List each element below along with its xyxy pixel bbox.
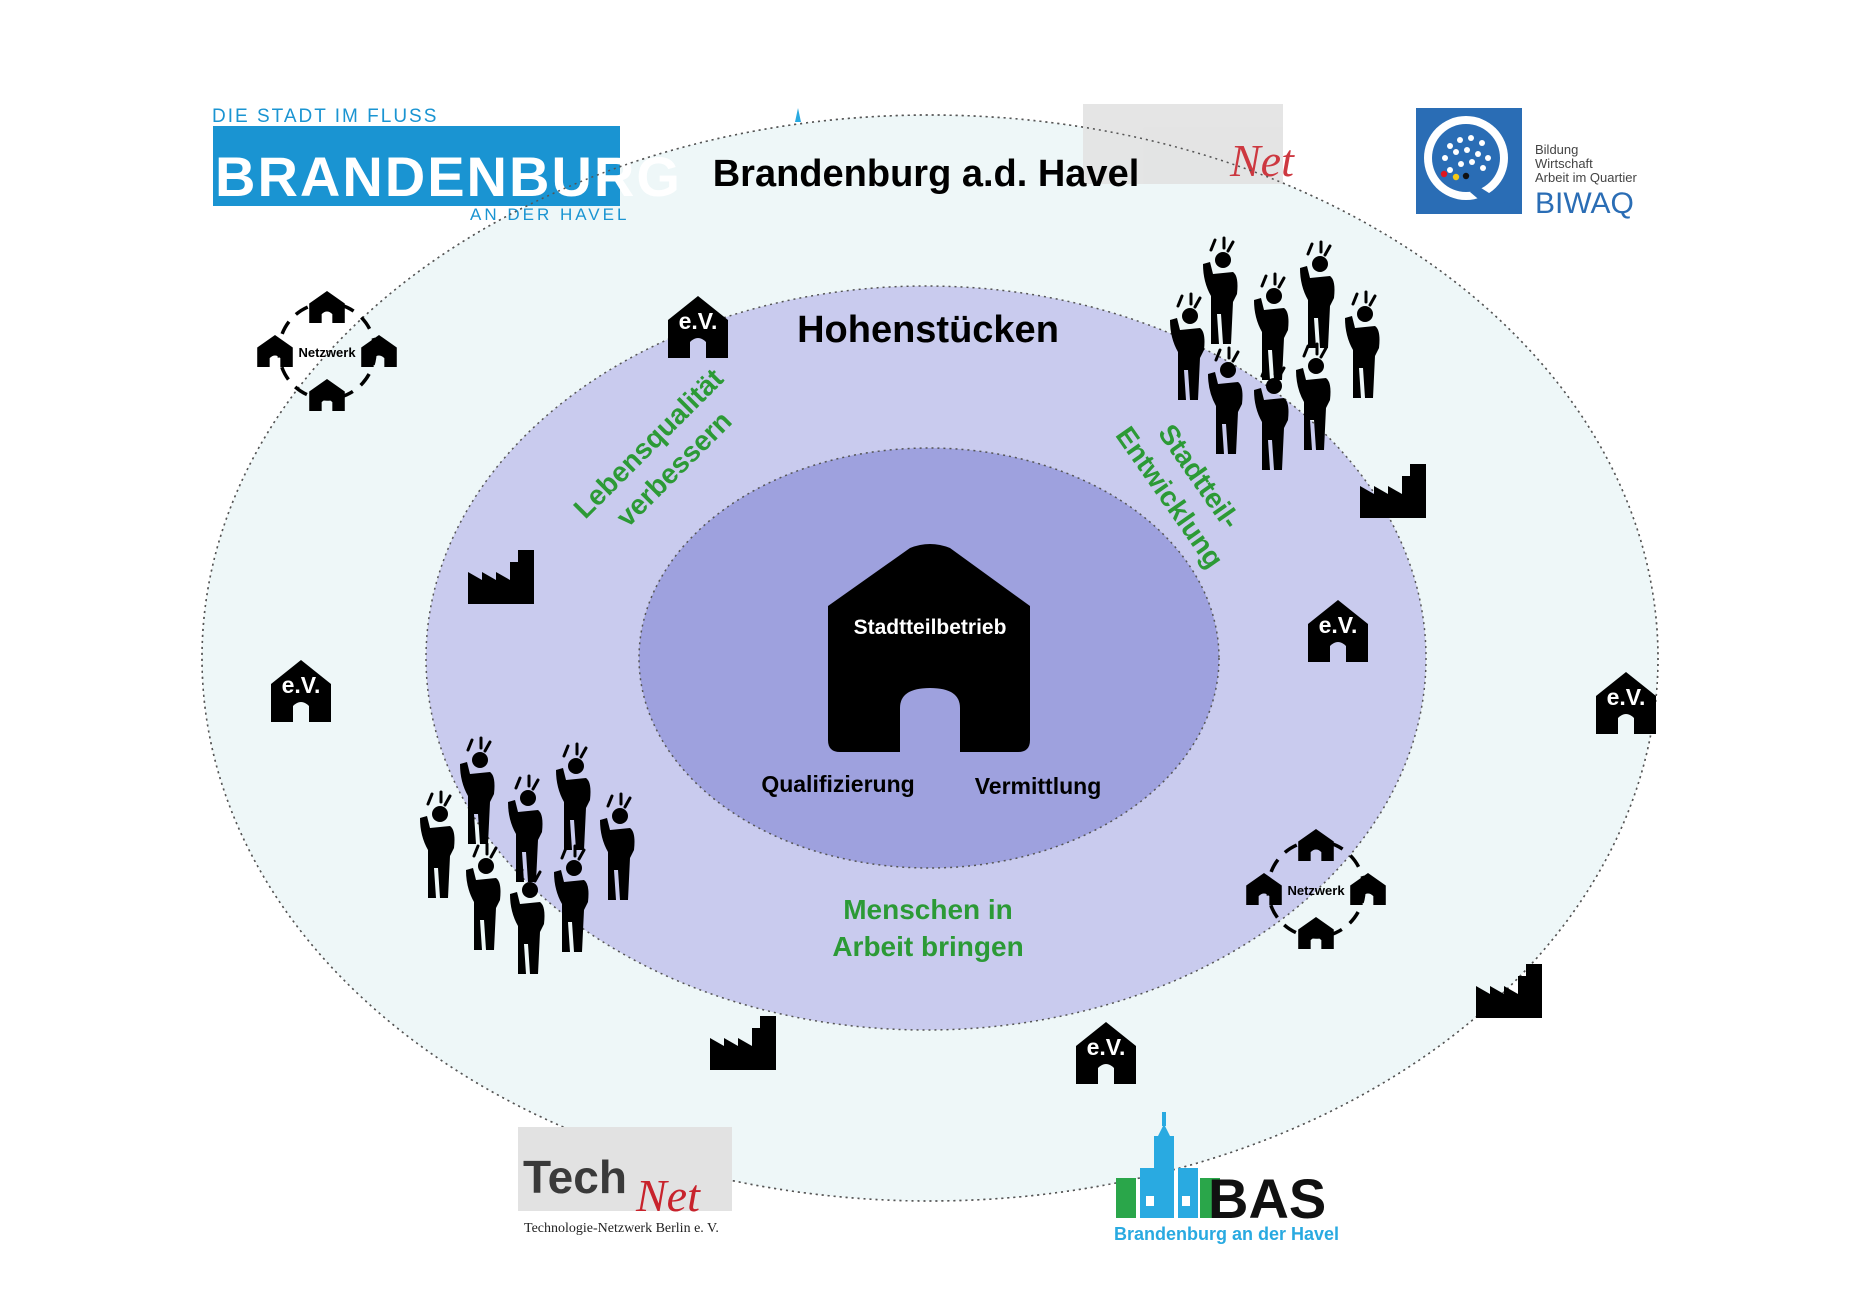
brandenburg-logo: DIE STADT IM FLUSS BRANDENBURG AN DER HA… — [212, 106, 682, 224]
svg-text:Netzwerk: Netzwerk — [1287, 883, 1345, 898]
svg-text:e.V.: e.V. — [679, 308, 718, 334]
middle-title: Hohenstücken — [797, 309, 1059, 351]
label-menschen-line1: Menschen in — [843, 894, 1013, 925]
biwaq-name: BIWAQ — [1535, 187, 1634, 220]
network-cluster-topleft: Netzwerk — [257, 291, 397, 411]
svg-text:e.V.: e.V. — [1087, 1034, 1126, 1060]
bas-logo: BAS Brandenburg an der Havel — [1114, 1112, 1339, 1244]
bas-sub: Brandenburg an der Havel — [1114, 1224, 1339, 1244]
ev-house-icon: e.V. — [1308, 600, 1368, 662]
brandenburg-sub: AN DER HAVEL — [470, 205, 629, 224]
svg-text:Net: Net — [1229, 135, 1295, 186]
ev-house-icon: e.V. — [271, 660, 331, 722]
outer-ring-overlay — [201, 114, 1659, 1202]
brandenburg-wordmark: BRANDENBURG — [215, 145, 682, 208]
biwaq-line3: Arbeit im Quartier — [1535, 170, 1638, 185]
svg-text:e.V.: e.V. — [1319, 612, 1358, 638]
technet-logo: Tech Net Technologie-Netzwerk Berlin e. … — [518, 1127, 732, 1236]
technet-net: Net — [635, 1170, 701, 1221]
biwaq-line2: Wirtschaft — [1535, 156, 1593, 171]
ev-house-icon: e.V. — [1596, 672, 1656, 734]
bas-name: BAS — [1208, 1167, 1326, 1230]
center-label: Stadtteilbetrieb — [854, 616, 1007, 639]
biwaq-line1: Bildung — [1535, 142, 1578, 157]
bas-castle-icon — [1116, 1112, 1220, 1218]
outer-title: Brandenburg a.d. Havel — [713, 153, 1140, 195]
label-menschen-line2: Arbeit bringen — [832, 931, 1023, 962]
biwaq-logo: Bildung Wirtschaft Arbeit im Quartier BI… — [1416, 108, 1638, 220]
svg-text:e.V.: e.V. — [282, 672, 321, 698]
ev-house-icon: e.V. — [668, 296, 728, 358]
center-left-label: Qualifizierung — [761, 771, 914, 797]
brandenburg-tagline: DIE STADT IM FLUSS — [212, 106, 438, 127]
svg-text:Netzwerk: Netzwerk — [298, 345, 356, 360]
technet-tech: Tech — [523, 1151, 627, 1203]
technet-sub: Technologie-Netzwerk Berlin e. V. — [524, 1221, 719, 1236]
tower-glyph — [795, 108, 801, 122]
svg-text:e.V.: e.V. — [1607, 684, 1646, 710]
ev-house-icon: e.V. — [1076, 1022, 1136, 1084]
center-right-label: Vermittlung — [975, 773, 1102, 799]
stadtteilbetrieb-house-icon — [828, 544, 1030, 752]
network-cluster-bottomright: Netzwerk — [1246, 829, 1386, 949]
